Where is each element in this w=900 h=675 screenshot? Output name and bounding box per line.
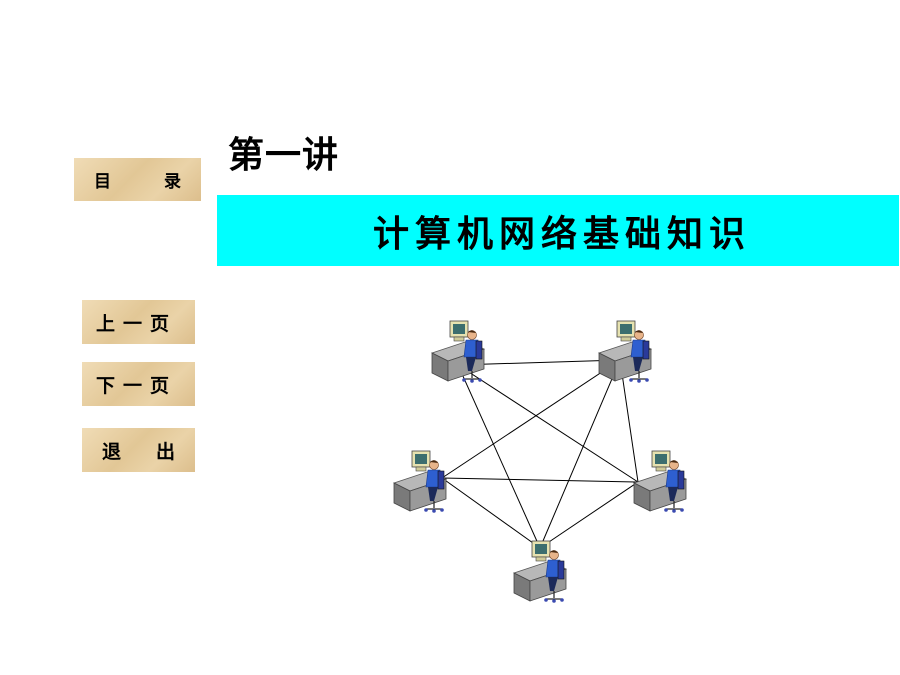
network-links <box>441 359 639 549</box>
toc-button-char-2: 录 <box>164 172 183 192</box>
next-page-label: 下一页 <box>96 374 178 397</box>
lecture-number: 第一讲 <box>228 135 340 176</box>
network-link <box>441 359 621 479</box>
node-mid-left-workstation-icon <box>393 450 447 514</box>
node-top-left-workstation-icon <box>431 320 485 384</box>
next-page-button[interactable]: 下一页 <box>82 362 195 406</box>
exit-button[interactable]: 退 出 <box>82 428 195 472</box>
network-link <box>539 481 639 549</box>
network-link <box>441 477 541 549</box>
toc-button-char-1: 目 <box>94 172 113 192</box>
network-link <box>457 364 541 549</box>
exit-button-char-1: 退 <box>102 440 124 463</box>
toc-button[interactable]: 目 录 <box>74 158 201 201</box>
network-link <box>457 359 621 366</box>
network-link <box>441 477 639 483</box>
previous-page-label: 上一页 <box>96 312 178 335</box>
node-top-right-workstation-icon <box>598 320 652 384</box>
title-banner: 计算机网络基础知识 <box>217 195 899 266</box>
previous-page-button[interactable]: 上一页 <box>82 300 195 344</box>
network-topology-diagram <box>393 320 687 604</box>
network-link <box>539 359 621 549</box>
page-title: 计算机网络基础知识 <box>372 213 751 255</box>
node-mid-right-workstation-icon <box>633 450 687 514</box>
network-link <box>457 364 639 483</box>
network-link <box>619 359 639 483</box>
node-bottom-workstation-icon <box>513 540 567 604</box>
exit-button-char-2: 出 <box>155 440 177 463</box>
